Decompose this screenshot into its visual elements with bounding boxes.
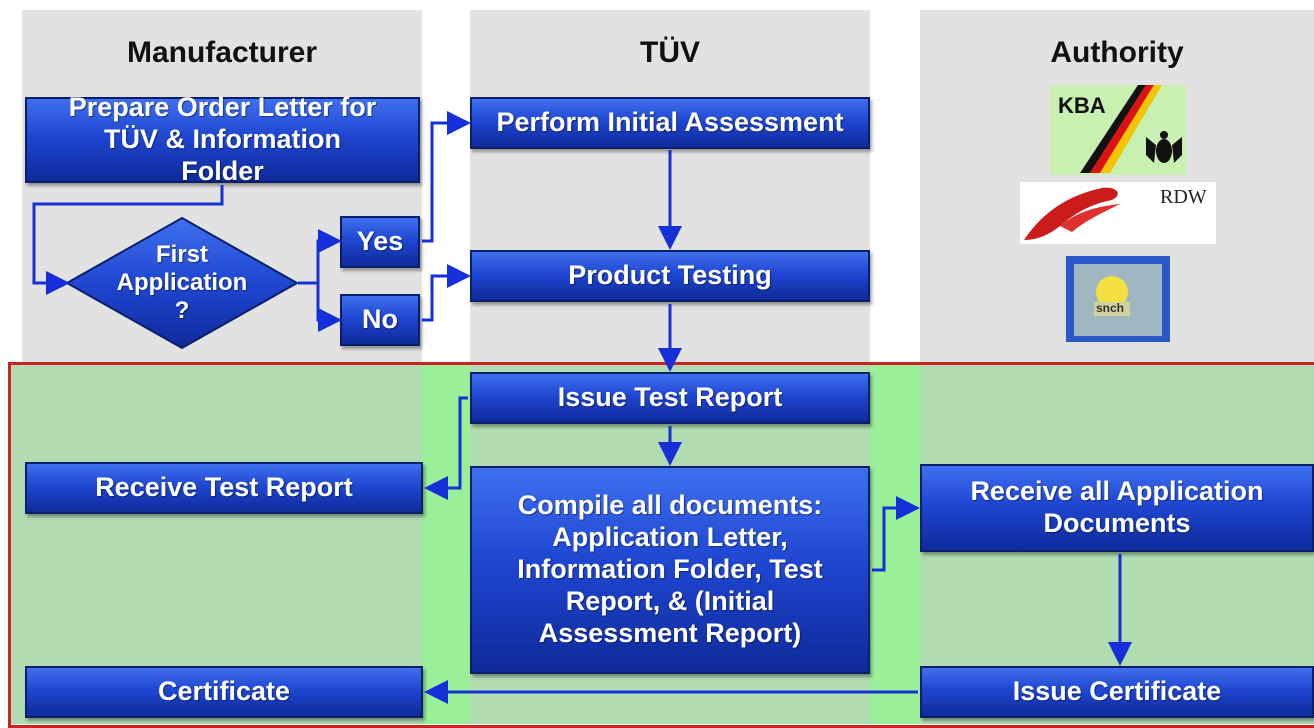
lane-title-authority: Authority [1050, 36, 1184, 69]
kba-logo: KBA [1050, 85, 1186, 175]
german-flag-stripes-icon [1080, 85, 1182, 173]
arrow-no-to-testing [422, 264, 471, 322]
product-testing-step: Product Testing [470, 250, 870, 302]
initial-assessment-step: Perform Initial Assessment [470, 97, 870, 149]
certificate-step: Certificate [25, 666, 423, 718]
snch-logo-text: snch [1096, 301, 1125, 315]
prepare-order-step: Prepare Order Letter for TÜV & Informati… [25, 92, 420, 186]
snch-logo: snch [1066, 256, 1170, 342]
rdw-logo: RDW [1020, 182, 1216, 244]
eagle-icon [1146, 131, 1182, 163]
arrow-yes-to-assessment [422, 111, 471, 243]
lane-title-tuv: TÜV [640, 36, 700, 69]
first-application-label: First Application ? [116, 240, 248, 325]
kba-logo-text: KBA [1058, 93, 1106, 118]
receive-test-report-step: Receive Test Report [25, 462, 423, 514]
rdw-logo-text: RDW [1160, 186, 1207, 208]
issue-certificate-step: Issue Certificate [920, 666, 1314, 718]
compile-documents-step: Compile all documents: Application Lette… [470, 466, 870, 674]
lane-title-manufacturer: Manufacturer [126, 36, 318, 69]
snch-sun-icon [1094, 276, 1130, 316]
issue-test-report-step: Issue Test Report [470, 372, 870, 424]
yes-option: Yes [340, 216, 420, 268]
no-option: No [340, 294, 420, 346]
receive-documents-step: Receive all Application Documents [920, 464, 1314, 552]
rdw-wing-icon [1024, 187, 1120, 240]
